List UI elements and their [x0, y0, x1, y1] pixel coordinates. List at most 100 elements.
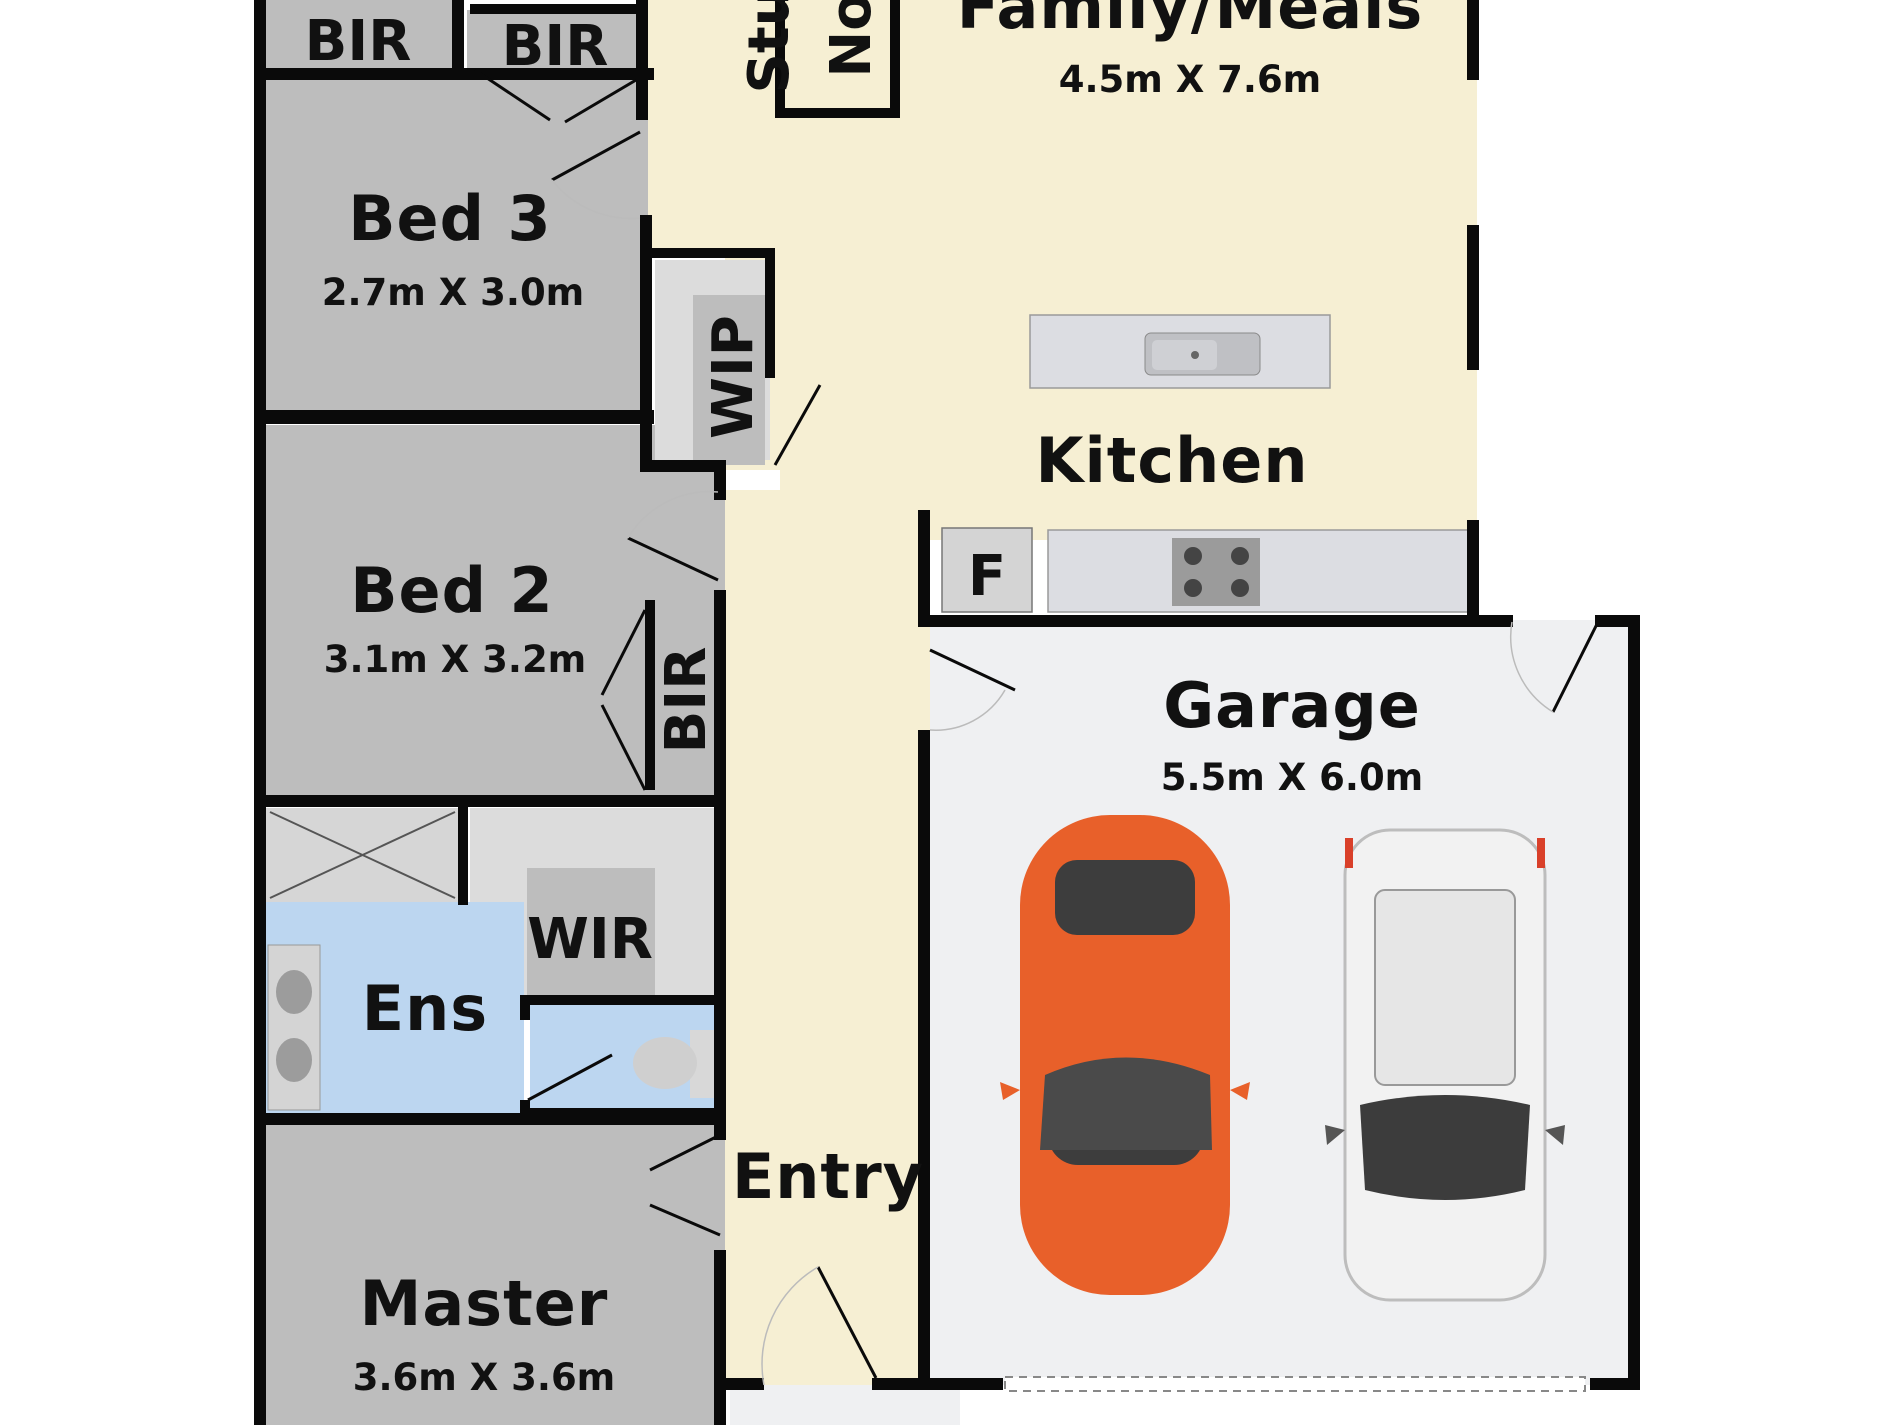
wall: [714, 1250, 726, 1425]
door-leaf: [474, 68, 551, 122]
wall: [458, 800, 468, 905]
shower-cross: [269, 811, 456, 899]
nook-floor: [790, 0, 900, 110]
car-body: [1020, 815, 1230, 1295]
wall: [765, 248, 775, 378]
wall-left: [254, 0, 266, 1425]
door-leaf: [527, 1053, 613, 1102]
wall: [520, 995, 720, 1005]
suv-taillight: [1537, 838, 1545, 868]
kitchen-label: Kitchen: [1035, 424, 1308, 497]
wall: [645, 600, 655, 790]
bir-top-right-floor: [467, 10, 642, 75]
bir-top-left-label: BIR: [305, 9, 412, 74]
wall: [714, 460, 726, 500]
bir-bed2-floor: [655, 610, 717, 790]
car-mirror: [1230, 1082, 1250, 1100]
wip-shelf: [693, 295, 765, 465]
wall: [452, 0, 464, 76]
cooktop-burner: [1184, 579, 1202, 597]
door-leaf: [551, 130, 641, 182]
cooktop-burner: [1231, 579, 1249, 597]
garage-label: Garage: [1163, 669, 1421, 742]
wall: [918, 510, 930, 620]
bed2-dims: 3.1m X 3.2m: [324, 638, 587, 681]
wir-label: WIR: [527, 907, 653, 972]
door-swing: [929, 689, 1006, 731]
suv-mirror: [1545, 1125, 1565, 1145]
door-leaf: [627, 536, 719, 582]
fridge: [941, 527, 1033, 613]
fridge-label: F: [968, 544, 1006, 609]
room-labels: Family/Meals 4.5m X 7.6m Kitchen Bed 3 2…: [305, 0, 1424, 1399]
car-mirror: [1000, 1082, 1020, 1100]
wall: [1467, 0, 1479, 80]
basin: [276, 970, 312, 1014]
door-swing: [551, 179, 641, 220]
bed3-floor: [262, 80, 648, 410]
door-leaf: [564, 78, 637, 124]
wall: [775, 0, 785, 118]
door-leaf: [649, 1133, 721, 1172]
sink-bowl: [1152, 340, 1217, 370]
doors: [474, 68, 1600, 1386]
bir-top-left-floor: [262, 0, 457, 70]
cooktop: [1172, 538, 1260, 606]
master-dims: 3.6m X 3.6m: [353, 1356, 616, 1399]
family-meals-label: Family/Meals: [957, 0, 1423, 43]
door-leaf: [773, 384, 822, 466]
car-rear-window: [1055, 860, 1195, 935]
bed3-label: Bed 3: [348, 182, 551, 255]
garage-door: [1004, 1376, 1586, 1392]
wall: [1467, 520, 1479, 620]
wall: [254, 1113, 724, 1125]
walls: [254, 0, 1640, 1425]
wall: [918, 615, 1513, 627]
fixtures: [267, 314, 1586, 1392]
wall: [918, 1378, 1003, 1390]
suv-taillight: [1345, 838, 1353, 868]
suv-windshield: [1360, 1095, 1530, 1200]
door-swing: [627, 490, 719, 539]
wall: [640, 248, 775, 258]
sink-tap: [1191, 351, 1199, 359]
wall: [890, 0, 900, 118]
master-label: Master: [360, 1267, 609, 1340]
wall: [636, 0, 648, 120]
wip-label: WIP: [701, 315, 766, 439]
bed3-dims: 2.7m X 3.0m: [322, 271, 585, 314]
car-windshield: [1040, 1057, 1212, 1150]
white-suv: [1325, 828, 1565, 1302]
door-leaf: [1551, 621, 1600, 713]
cooktop-burner: [1184, 547, 1202, 565]
porch-floor: [730, 1385, 960, 1425]
entry-label: Entry: [732, 1140, 924, 1213]
study-label: Stu: [737, 0, 802, 93]
door-leaf: [600, 609, 647, 696]
wall: [254, 410, 654, 424]
ensuite-floor-2: [460, 998, 524, 1120]
suv-roof: [1374, 889, 1516, 1086]
family-meals-dims: 4.5m X 7.6m: [1059, 58, 1322, 101]
wir-shelf: [527, 868, 655, 998]
door-leaf: [600, 704, 647, 791]
door-leaf: [929, 648, 1016, 692]
wall: [640, 215, 652, 470]
door-swing: [761, 1266, 819, 1386]
toilet-bowl: [633, 1037, 697, 1089]
bed2-label: Bed 2: [350, 554, 553, 627]
wall: [470, 4, 648, 14]
wall: [640, 460, 720, 472]
master-floor: [262, 1120, 725, 1425]
wall: [872, 1378, 930, 1390]
wall: [254, 795, 724, 807]
suv-mirror: [1325, 1125, 1345, 1145]
garage-dims: 5.5m X 6.0m: [1161, 756, 1424, 799]
wall: [775, 108, 900, 118]
cooktop-burner: [1231, 547, 1249, 565]
orange-car: [1000, 815, 1250, 1295]
wall: [520, 995, 530, 1020]
bir-bed2-label: BIR: [654, 647, 719, 754]
door-leaf: [649, 1203, 721, 1237]
